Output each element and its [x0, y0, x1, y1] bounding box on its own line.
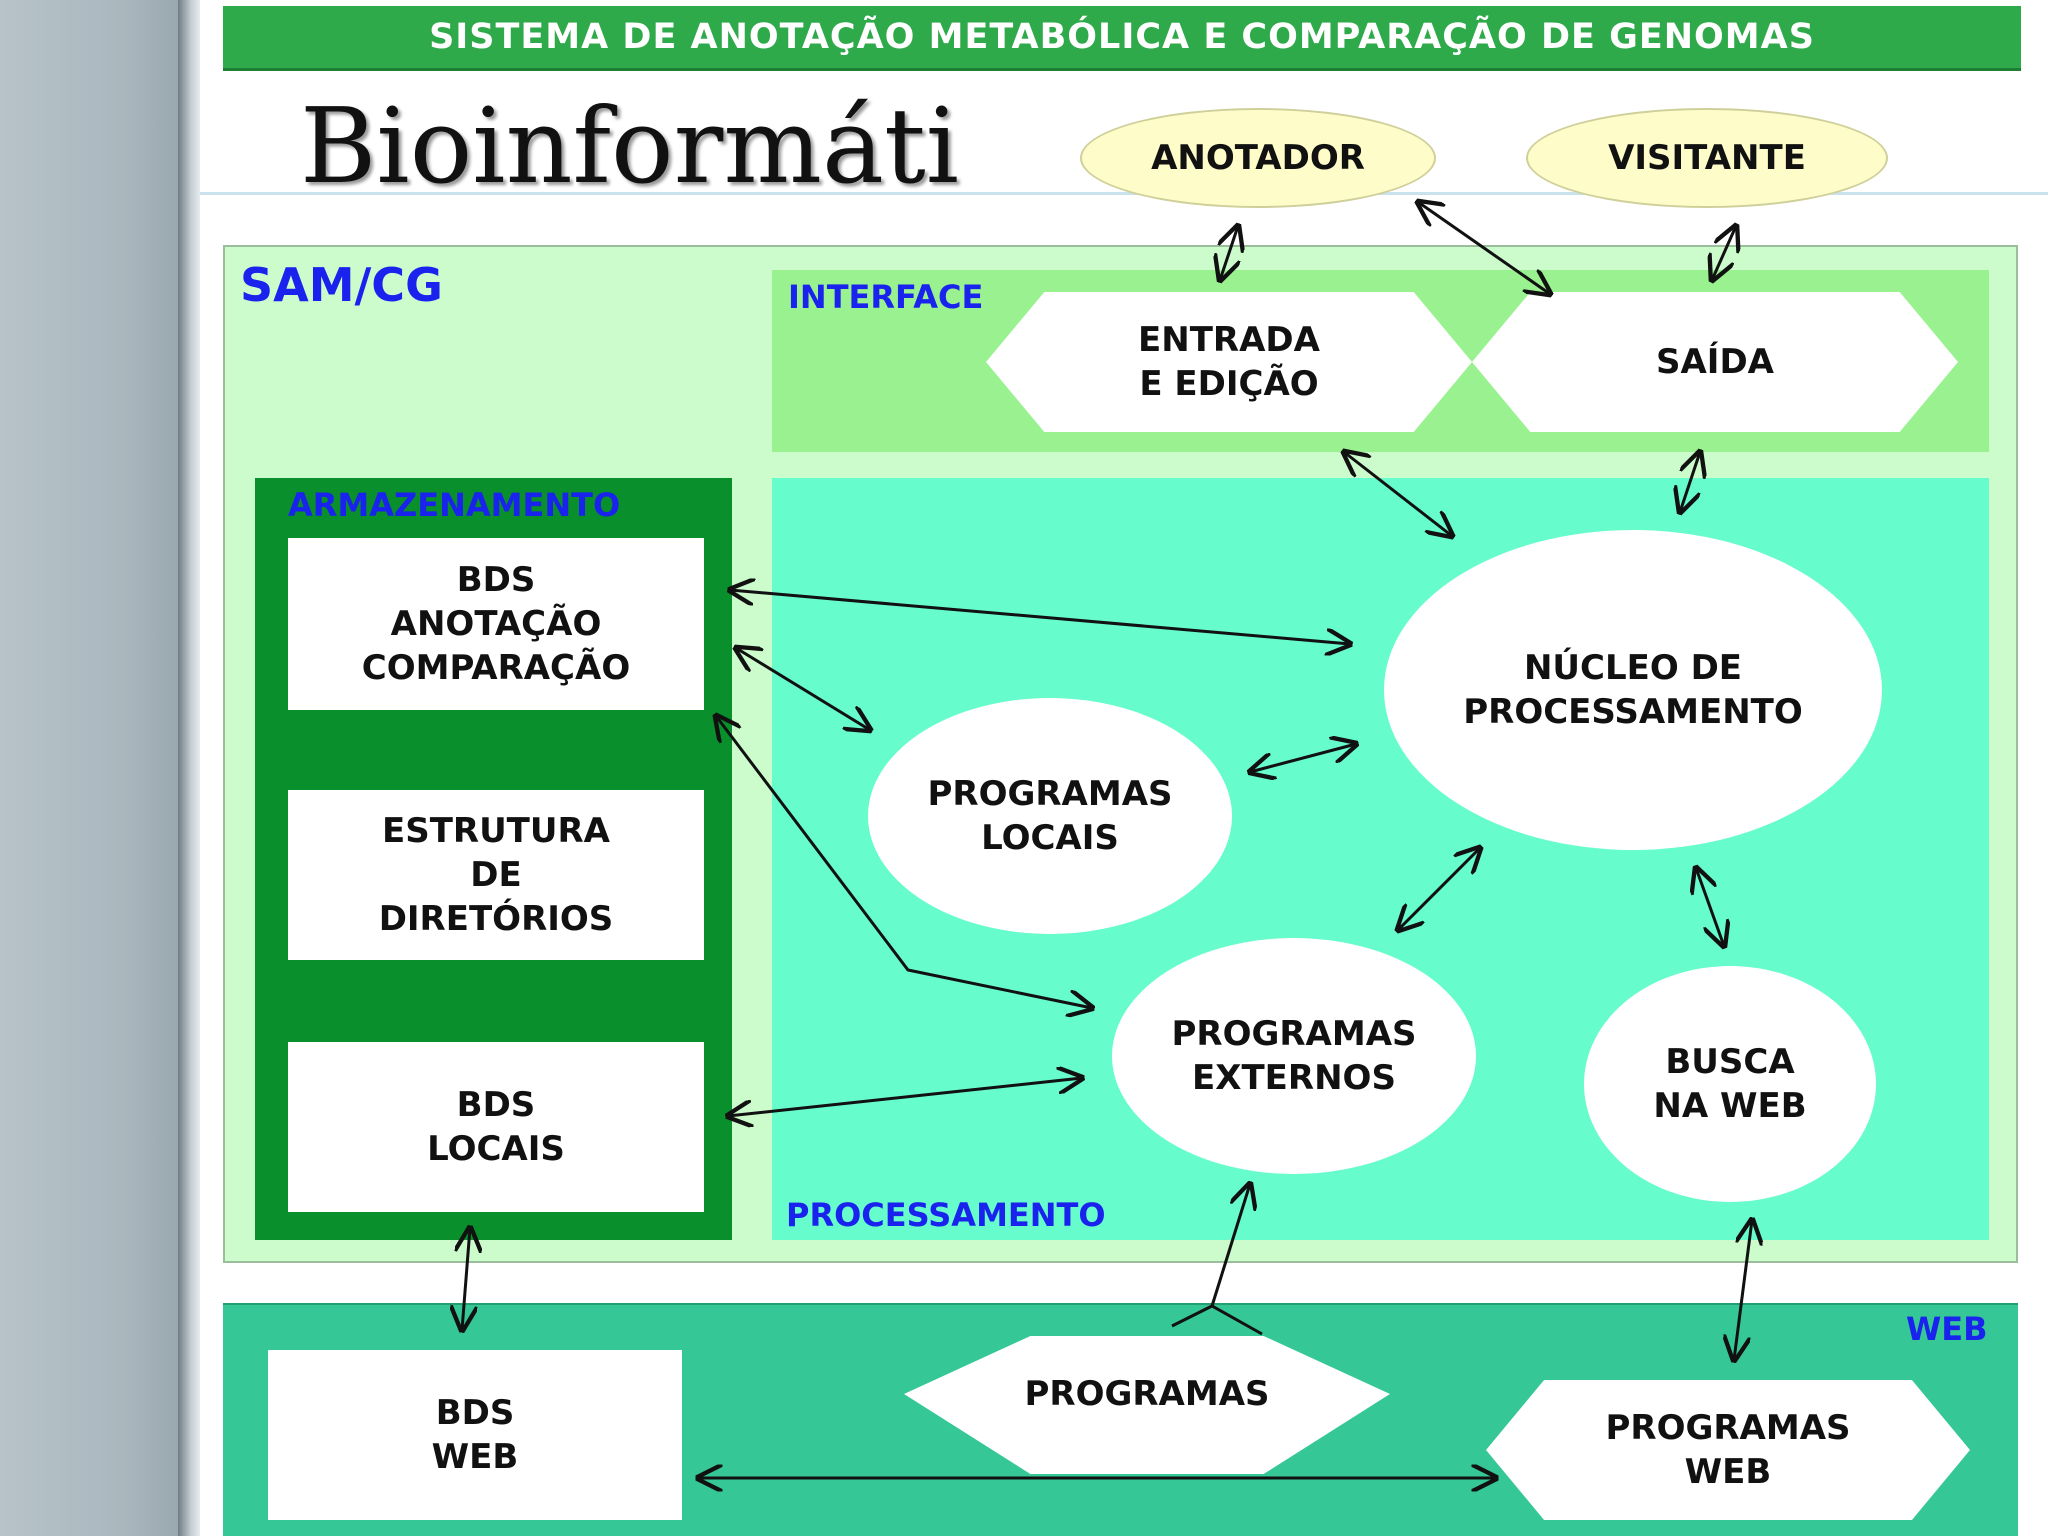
- interface-label: INTERFACE: [788, 278, 984, 316]
- slide-side-bar: [0, 0, 178, 1536]
- web-label: WEB: [1906, 1310, 1988, 1348]
- bds-anotacao-node: BDS ANOTAÇÃO COMPARAÇÃO: [288, 538, 704, 710]
- nucleo-processamento-node: NÚCLEO DE PROCESSAMENTO: [1384, 530, 1882, 850]
- programas-locais-node: PROGRAMAS LOCAIS: [868, 698, 1232, 934]
- estrutura-diretorios-node: ESTRUTURA DE DIRETÓRIOS: [288, 790, 704, 960]
- programas-externos-node: PROGRAMAS EXTERNOS: [1112, 938, 1476, 1174]
- storage-label: ARMAZENAMENTO: [288, 486, 621, 524]
- actor-anotador: ANOTADOR: [1080, 108, 1436, 208]
- title-divider: [200, 192, 2048, 195]
- entrada-edicao-node: ENTRADA E EDIÇÃO: [986, 292, 1472, 432]
- bds-locais-node: BDS LOCAIS: [288, 1042, 704, 1212]
- processing-label: PROCESSAMENTO: [786, 1196, 1106, 1234]
- bds-web-node: BDS WEB: [268, 1350, 682, 1520]
- slide-side-edge: [178, 0, 200, 1536]
- saida-node: SAÍDA: [1472, 292, 1958, 432]
- actor-visitante: VISITANTE: [1526, 108, 1888, 208]
- header-banner: SISTEMA DE ANOTAÇÃO METABÓLICA E COMPARA…: [223, 6, 2021, 71]
- busca-web-node: BUSCA NA WEB: [1584, 966, 1876, 1202]
- samcg-label: SAM/CG: [240, 258, 443, 312]
- slide-title: Bioinformáti: [300, 85, 960, 207]
- programas-web-node: PROGRAMAS WEB: [1486, 1380, 1970, 1520]
